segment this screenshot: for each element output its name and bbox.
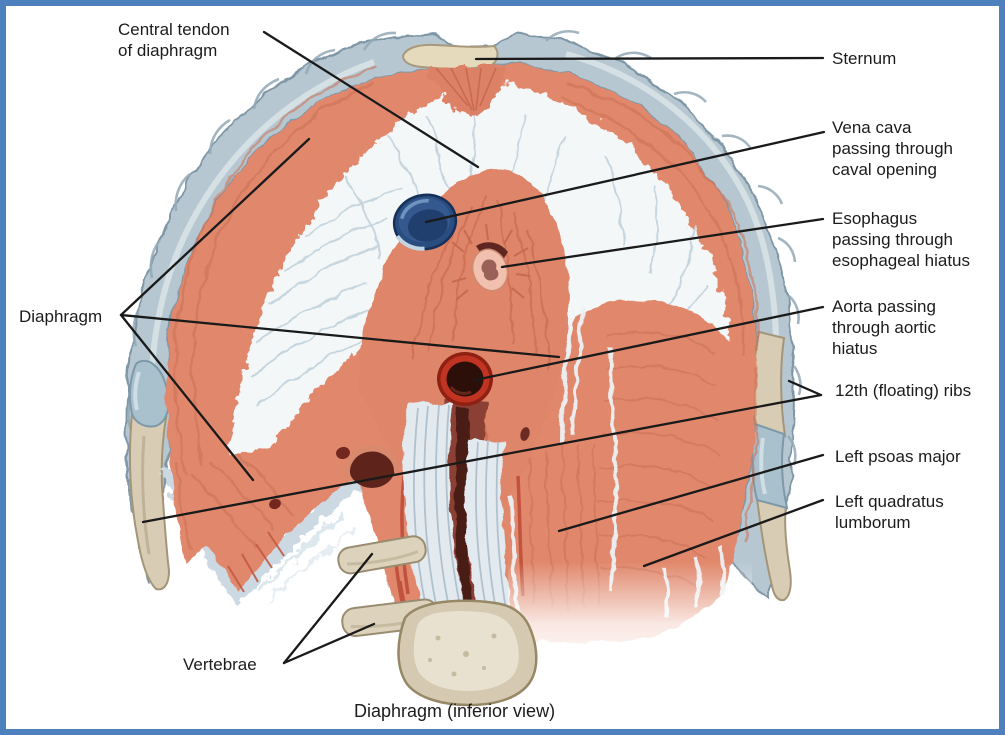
line-sternum xyxy=(474,56,825,61)
aortic-hiatus xyxy=(437,352,493,406)
label-quadratus: Left quadratus lumborum xyxy=(835,492,944,532)
sternum-bone xyxy=(401,43,506,116)
arcuate-arch xyxy=(269,427,530,510)
label-vena-cava: Vena cava passing through caval opening xyxy=(832,118,953,179)
bottom-fade xyxy=(508,562,752,674)
line-ribs-left xyxy=(141,393,823,524)
label-diaphragm: Diaphragm xyxy=(19,307,103,326)
vertebrae-bones xyxy=(337,535,538,707)
line-ribs-right xyxy=(787,379,823,397)
left-floating-rib xyxy=(128,359,171,591)
line-esophagus xyxy=(500,217,825,269)
line-diaphragm-3 xyxy=(119,313,255,482)
label-vertebrae: Vertebrae xyxy=(183,655,257,674)
line-vertebrae-2 xyxy=(282,622,376,665)
line-diaphragm-2 xyxy=(119,313,561,359)
line-diaphragm-1 xyxy=(119,137,311,317)
line-vena-cava xyxy=(424,130,826,224)
label-psoas: Left psoas major xyxy=(835,447,961,466)
figure-caption: Diaphragm (inferior view) xyxy=(354,701,556,721)
line-quadratus xyxy=(642,498,825,568)
label-central-tendon: Central tendon of diaphragm xyxy=(118,20,230,60)
label-sternum: Sternum xyxy=(832,49,897,68)
line-central-tendon xyxy=(262,30,480,169)
diaphragm-illustration xyxy=(119,29,826,707)
line-psoas xyxy=(557,453,825,533)
line-vertebrae-1 xyxy=(282,552,374,665)
label-ribs: 12th (floating) ribs xyxy=(835,381,972,400)
label-aorta: Aorta passing through aortic hiatus xyxy=(832,297,936,358)
line-aorta xyxy=(473,305,825,382)
leader-lines xyxy=(119,30,826,665)
label-esophagus: Esophagus passing through esophageal hia… xyxy=(832,209,971,270)
esophageal-hiatus xyxy=(451,223,531,301)
